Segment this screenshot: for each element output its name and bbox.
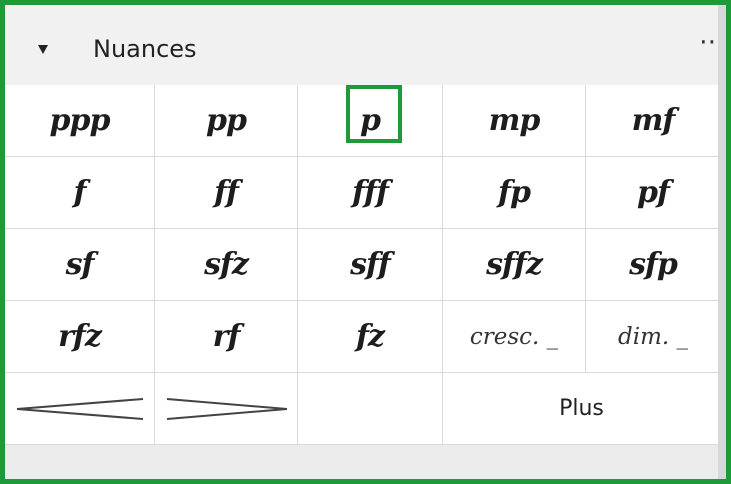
dynamic-cell-sffz[interactable]: sffz [443,229,586,301]
dynamic-cell-sf[interactable]: sf [5,229,155,301]
dynamic-cell-ff[interactable]: ff [155,157,298,229]
dynamic-cell-mp[interactable]: mp [443,85,586,157]
palette-title: Nuances [93,35,197,63]
dynamic-cell-mf[interactable]: mf [586,85,721,157]
dynamic-label: ff [214,175,239,210]
dynamic-label: mf [631,103,676,138]
plus-button[interactable]: Plus [443,373,721,445]
dynamic-cell-p[interactable]: p [298,85,443,157]
dynamic-cell-pp[interactable]: pp [155,85,298,157]
dynamic-cell-ppp[interactable]: ppp [5,85,155,157]
crescendo-hairpin-cell[interactable] [5,373,155,445]
palette-header[interactable]: Nuances ⋯ [5,5,726,85]
dynamic-label: p [360,103,381,138]
dynamic-label: sfp [629,247,678,282]
empty-cell [298,373,443,445]
dynamic-cell-fff[interactable]: fff [298,157,443,229]
dynamic-cell-sff[interactable]: sff [298,229,443,301]
dynamic-cell-fz[interactable]: fz [298,301,443,373]
dynamic-label: rf [212,319,241,354]
dynamic-cell-sfz[interactable]: sfz [155,229,298,301]
dynamic-label: sffz [486,247,543,282]
dynamic-label: ppp [49,103,111,138]
dynamic-label: cresc. _ [469,323,559,350]
dynamic-label: sff [350,247,391,282]
plus-label: Plus [559,396,604,421]
dynamic-label: dim. _ [617,323,688,350]
dynamic-label: f [73,175,87,210]
dynamic-label: rfz [58,319,102,354]
dynamic-cell-cresc[interactable]: cresc. _ [443,301,586,373]
crescendo-hairpin-icon [16,397,143,420]
collapse-triangle-icon[interactable] [38,45,48,54]
dynamic-cell-dim[interactable]: dim. _ [586,301,721,373]
dynamic-label: pp [206,103,247,138]
dynamic-cell-sfp[interactable]: sfp [586,229,721,301]
dynamic-cell-pf[interactable]: pf [586,157,721,229]
panel-bottom-area [5,445,726,479]
vertical-scrollbar[interactable] [718,5,726,479]
dynamic-cell-fp[interactable]: fp [443,157,586,229]
decrescendo-hairpin-icon [166,397,287,420]
dynamic-cell-f[interactable]: f [5,157,155,229]
dynamic-label: fz [356,319,385,354]
dynamic-label: sf [65,247,95,282]
dynamic-label: mp [488,103,541,138]
dynamic-label: fff [352,175,389,210]
dynamic-label: pf [637,175,670,210]
dynamics-grid: ppp pp p mp mf f ff fff fp pf [5,85,721,445]
dynamic-label: sfz [204,247,249,282]
dynamic-label: fp [498,175,531,210]
dynamic-cell-rf[interactable]: rf [155,301,298,373]
decrescendo-hairpin-cell[interactable] [155,373,298,445]
dynamic-cell-rfz[interactable]: rfz [5,301,155,373]
